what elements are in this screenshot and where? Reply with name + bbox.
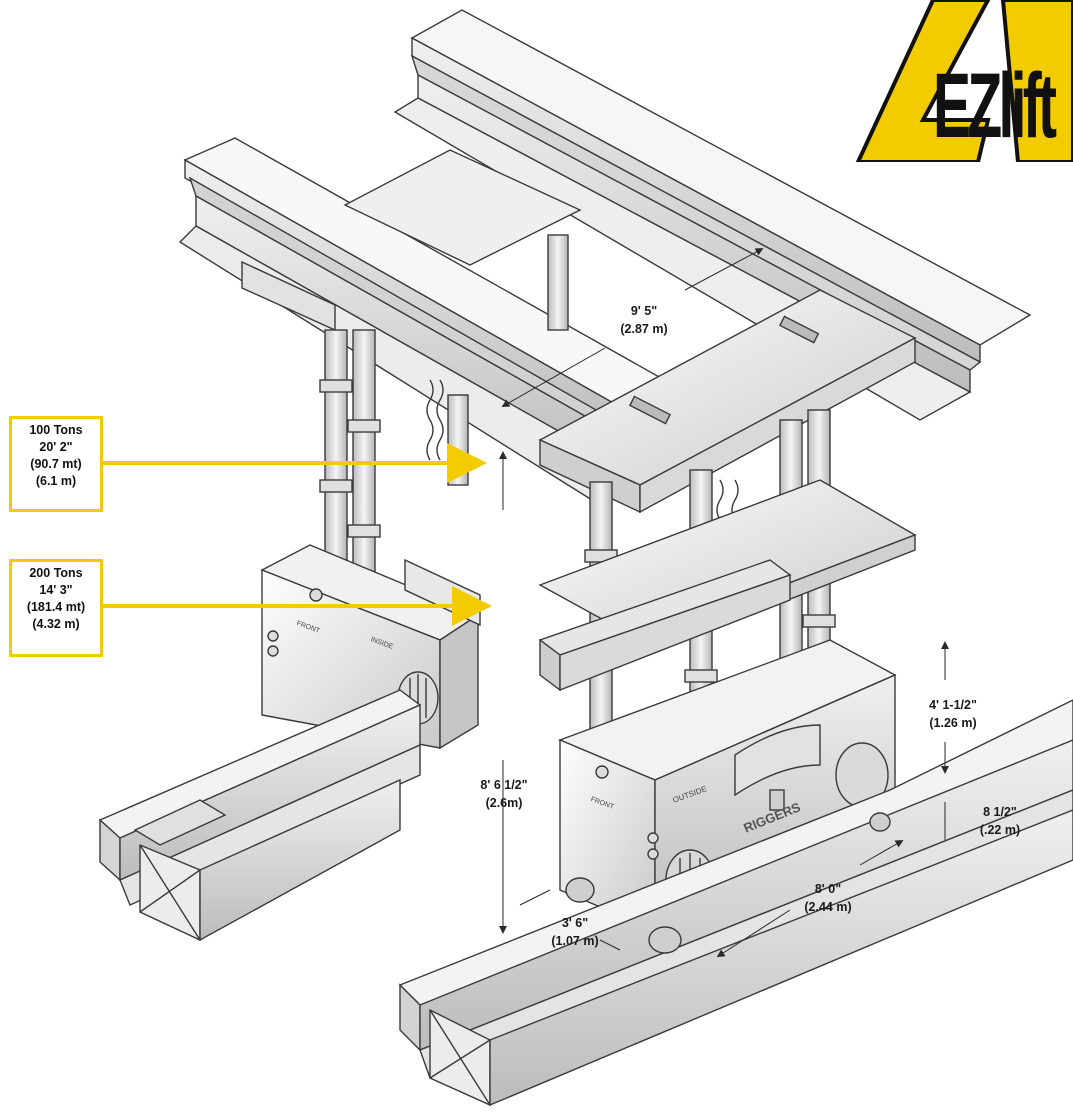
callout-200-tons-height: 14' 3" — [39, 583, 73, 597]
dim-rail-gap-imperial: 8 1/2" — [983, 805, 1017, 819]
right-rail-track — [398, 699, 1073, 1107]
callout-100-tons-metric-height: (6.1 m) — [35, 474, 77, 488]
dim-collapsed-height-imperial: 8' 6 1/2" — [480, 778, 528, 792]
dim-rail-gap: 8 1/2" (.22 m) — [960, 803, 1040, 839]
header-plate-top — [343, 149, 917, 514]
left-rail-track — [98, 689, 422, 942]
dim-box-height-metric: (1.26 m) — [929, 716, 977, 730]
dim-width-imperial: 3' 6" — [561, 916, 589, 930]
dim-rail-gap-metric: (.22 m) — [979, 823, 1021, 837]
callout-100-tons-height: 20' 2" — [39, 440, 73, 454]
callout-200-tons-metric-height: (4.32 m) — [32, 617, 80, 631]
dim-span: 9' 5" (2.87 m) — [604, 302, 684, 338]
dim-collapsed-height-metric: (2.6m) — [485, 796, 523, 810]
dimension-lines — [499, 248, 949, 958]
logo-text: EZlift — [933, 55, 1057, 157]
front-top-beam — [178, 137, 702, 506]
dim-collapsed-height: 8' 6 1/2" (2.6m) — [462, 776, 546, 812]
callout-200-tons-capacity: 200 Tons — [29, 566, 83, 580]
dim-length-metric: (2.44 m) — [804, 900, 852, 914]
callout-200-tons: 200 Tons 14' 3" (181.4 mt) (4.32 m) — [9, 559, 103, 657]
dim-length: 8' 0" (2.44 m) — [788, 880, 868, 916]
callout-200-tons-metric-capacity: (181.4 mt) — [26, 600, 86, 614]
dim-box-height: 4' 1-1/2" (1.26 m) — [908, 696, 998, 732]
callout-arrows — [103, 443, 492, 626]
callout-100-tons-metric-capacity: (90.7 mt) — [30, 457, 82, 471]
dim-width: 3' 6" (1.07 m) — [535, 914, 615, 950]
dim-width-metric: (1.07 m) — [551, 934, 599, 948]
ezlift-logo: EZlift — [838, 0, 1073, 162]
callout-100-tons: 100 Tons 20' 2" (90.7 mt) (6.1 m) — [9, 416, 103, 512]
callout-100-tons-capacity: 100 Tons — [29, 423, 83, 437]
logo-emblem — [855, 0, 1073, 162]
dim-box-height-imperial: 4' 1-1/2" — [929, 698, 977, 712]
dim-span-metric: (2.87 m) — [620, 322, 668, 336]
dim-span-imperial: 9' 5" — [630, 304, 658, 318]
right-lift-plates — [538, 479, 917, 692]
dim-length-imperial: 8' 0" — [814, 882, 842, 896]
